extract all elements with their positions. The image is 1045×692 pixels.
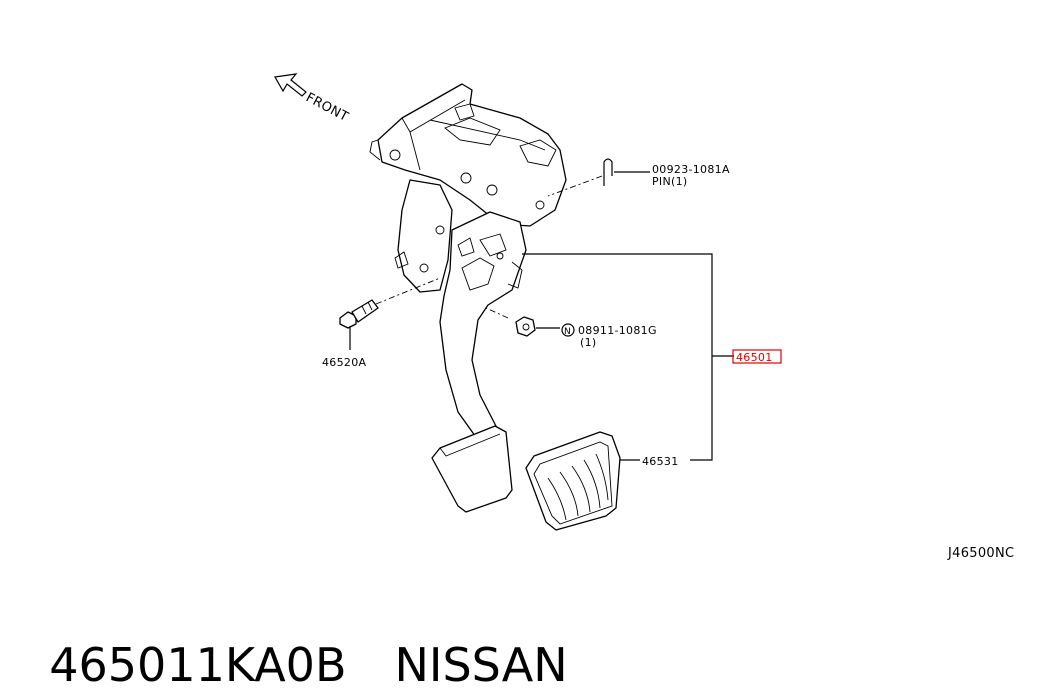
assembly-leader xyxy=(522,253,734,461)
front-arrow-icon xyxy=(274,73,307,97)
bolt-46520a xyxy=(339,277,441,350)
pedal-pad xyxy=(525,431,621,531)
pin-00923-1081a xyxy=(547,158,650,197)
caption: 465011KA0B NISSAN xyxy=(20,596,568,692)
front-label: FRONT xyxy=(303,90,351,125)
pedal-pad-on-arm xyxy=(431,425,513,513)
caption-brand: NISSAN xyxy=(394,638,568,692)
nut-part-number: 08911-1081G xyxy=(578,324,657,337)
assembly-part-number: 46501 xyxy=(736,351,773,364)
drawing-code: J46500NC xyxy=(947,546,1014,561)
pedal-bracket xyxy=(369,83,567,227)
caption-part-number: 465011KA0B xyxy=(49,638,347,692)
nut-quantity: (1) xyxy=(580,336,596,349)
nut-marker: N xyxy=(564,327,571,337)
nut-08911-1081g xyxy=(485,307,575,337)
pin-part-number: 00923-1081A xyxy=(652,163,730,176)
bracket-side-plate xyxy=(394,179,453,293)
assembly-highlight-box xyxy=(732,349,782,364)
bolt-part-number: 46520A xyxy=(322,356,366,369)
pedal-arm xyxy=(439,211,527,441)
pin-description: PIN(1) xyxy=(652,175,688,188)
pad-part-number: 46531 xyxy=(642,455,679,468)
